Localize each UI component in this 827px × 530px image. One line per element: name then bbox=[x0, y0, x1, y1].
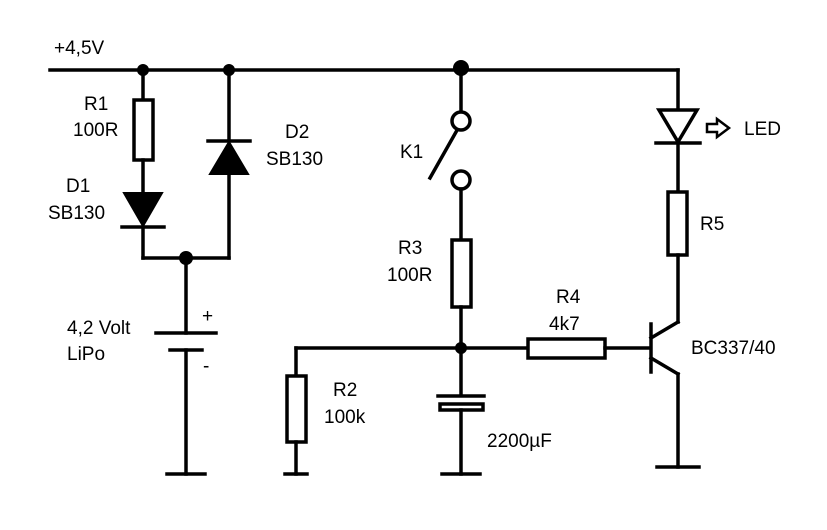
resistor-r3 bbox=[450, 238, 473, 309]
supply-voltage-label: +4,5V bbox=[54, 38, 105, 59]
d2-name-label: D2 bbox=[285, 122, 309, 143]
resistor-r5 bbox=[666, 190, 689, 257]
led-emission-arrow-icon bbox=[705, 116, 732, 140]
k1-name-label: K1 bbox=[400, 142, 423, 163]
junction-dot-base-net bbox=[455, 342, 467, 354]
transistor-emitter bbox=[648, 355, 681, 377]
r5-name-label: R5 bbox=[700, 214, 724, 235]
resistor-r1 bbox=[132, 98, 155, 162]
r4-value-label: 4k7 bbox=[549, 314, 580, 335]
led-label: LED bbox=[744, 119, 781, 140]
led-diode bbox=[655, 108, 701, 146]
r4-name-label: R4 bbox=[556, 287, 581, 308]
r1-value-label: 100R bbox=[73, 120, 118, 141]
diode-d1 bbox=[122, 192, 164, 229]
switch-k1-bottom-contact bbox=[450, 169, 472, 191]
battery-label-line2: LiPo bbox=[67, 344, 105, 365]
r2-value-label: 100k bbox=[324, 407, 366, 428]
r3-value-label: 100R bbox=[387, 265, 432, 286]
r2-name-label: R2 bbox=[333, 380, 357, 401]
d2-value-label: SB130 bbox=[266, 149, 323, 170]
battery-minus-label: - bbox=[203, 356, 209, 377]
d1-value-label: SB130 bbox=[48, 203, 105, 224]
switch-k1-top-contact bbox=[450, 110, 472, 132]
r3-name-label: R3 bbox=[398, 238, 422, 259]
switch-k1-lever bbox=[427, 129, 459, 181]
diode-d2 bbox=[208, 140, 250, 175]
capacitor-value-label: 2200µF bbox=[487, 431, 552, 452]
resistor-r4 bbox=[526, 337, 607, 360]
d1-name-label: D1 bbox=[66, 176, 90, 197]
transistor-label: BC337/40 bbox=[691, 338, 776, 359]
transistor-collector bbox=[648, 319, 681, 341]
resistor-r2 bbox=[285, 374, 308, 444]
r1-name-label: R1 bbox=[84, 94, 108, 115]
battery-label-line1: 4,2 Volt bbox=[67, 318, 131, 339]
battery-plus-label: + bbox=[202, 306, 213, 327]
